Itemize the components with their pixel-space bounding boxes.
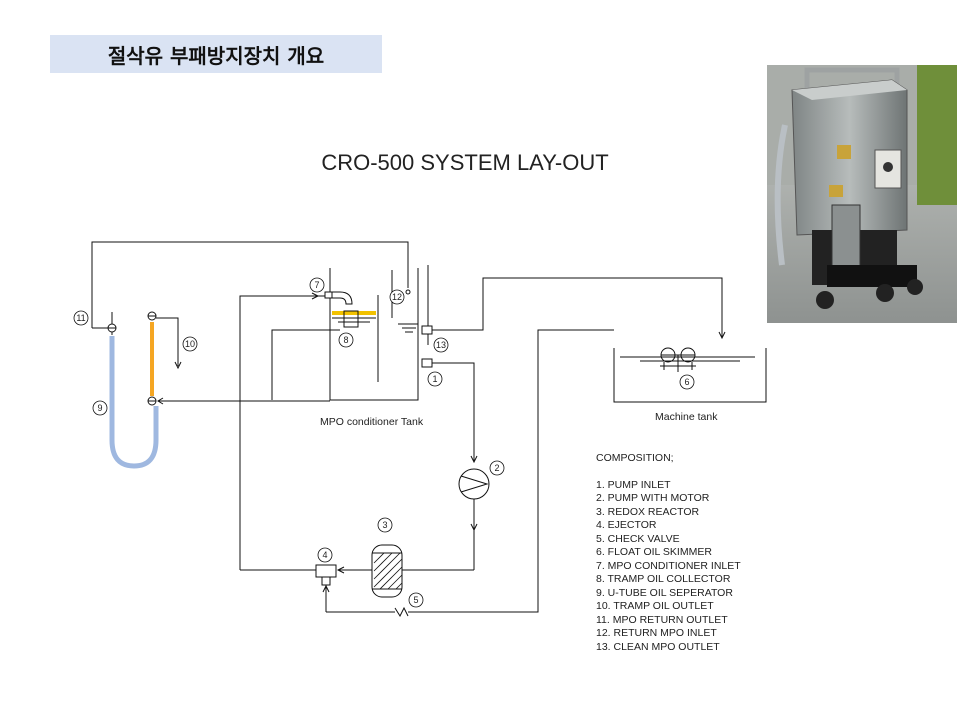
marker-10: 10 <box>185 339 195 349</box>
composition-item: 3. REDOX REACTOR <box>596 505 700 518</box>
composition-item: 9. U-TUBE OIL SEPERATOR <box>596 586 733 599</box>
tank-label: MPO conditioner Tank <box>320 416 424 428</box>
marker-9: 9 <box>97 403 102 413</box>
redox-reactor <box>371 544 403 598</box>
marker-4: 4 <box>322 550 327 560</box>
composition-item: 13. CLEAN MPO OUTLET <box>596 640 720 653</box>
marker-1: 1 <box>432 374 437 384</box>
marker-2: 2 <box>494 463 499 473</box>
marker-8: 8 <box>343 335 348 345</box>
composition-item: 4. EJECTOR <box>596 519 657 531</box>
machine-tank <box>613 348 767 403</box>
composition-item: 12. RETURN MPO INLET <box>596 627 717 639</box>
marker-3: 3 <box>382 520 387 530</box>
composition-heading: COMPOSITION; <box>596 452 674 464</box>
composition-list: COMPOSITION; 1. PUMP INLET 2. PUMP WITH … <box>596 452 741 654</box>
device-photo <box>767 65 957 323</box>
composition-item: 11. MPO RETURN OUTLET <box>596 613 728 626</box>
slide-title: 절삭유 부패방지장치 개요 <box>50 35 382 73</box>
marker-12: 12 <box>392 292 402 302</box>
composition-item: 6. FLOAT OIL SKIMMER <box>596 546 712 558</box>
machine-tank-label: Machine tank <box>655 411 718 423</box>
return-line-11-to-12 <box>91 241 409 328</box>
mpo-conditioner-tank <box>329 268 419 401</box>
composition-item: 10. TRAMP OIL OUTLET <box>596 600 714 612</box>
composition-item: 8. TRAMP OIL COLLECTOR <box>596 573 731 585</box>
tramp-oil-collector <box>332 311 376 315</box>
marker-11: 11 <box>76 313 85 323</box>
pump-with-motor <box>458 468 490 500</box>
marker-6: 6 <box>684 377 689 387</box>
composition-item: 7. MPO CONDITIONER INLET <box>596 559 741 572</box>
marker-5: 5 <box>413 595 418 605</box>
marker-13: 13 <box>436 340 446 350</box>
composition-item: 5. CHECK VALVE <box>596 532 680 545</box>
composition-item: 1. PUMP INLET <box>596 478 671 491</box>
marker-7: 7 <box>314 280 319 290</box>
composition-item: 2. PUMP WITH MOTOR <box>596 492 710 504</box>
ejector <box>315 564 337 578</box>
u-tube-oil-separator <box>109 336 159 469</box>
diagram-title: CRO-500 SYSTEM LAY-OUT <box>321 150 609 175</box>
